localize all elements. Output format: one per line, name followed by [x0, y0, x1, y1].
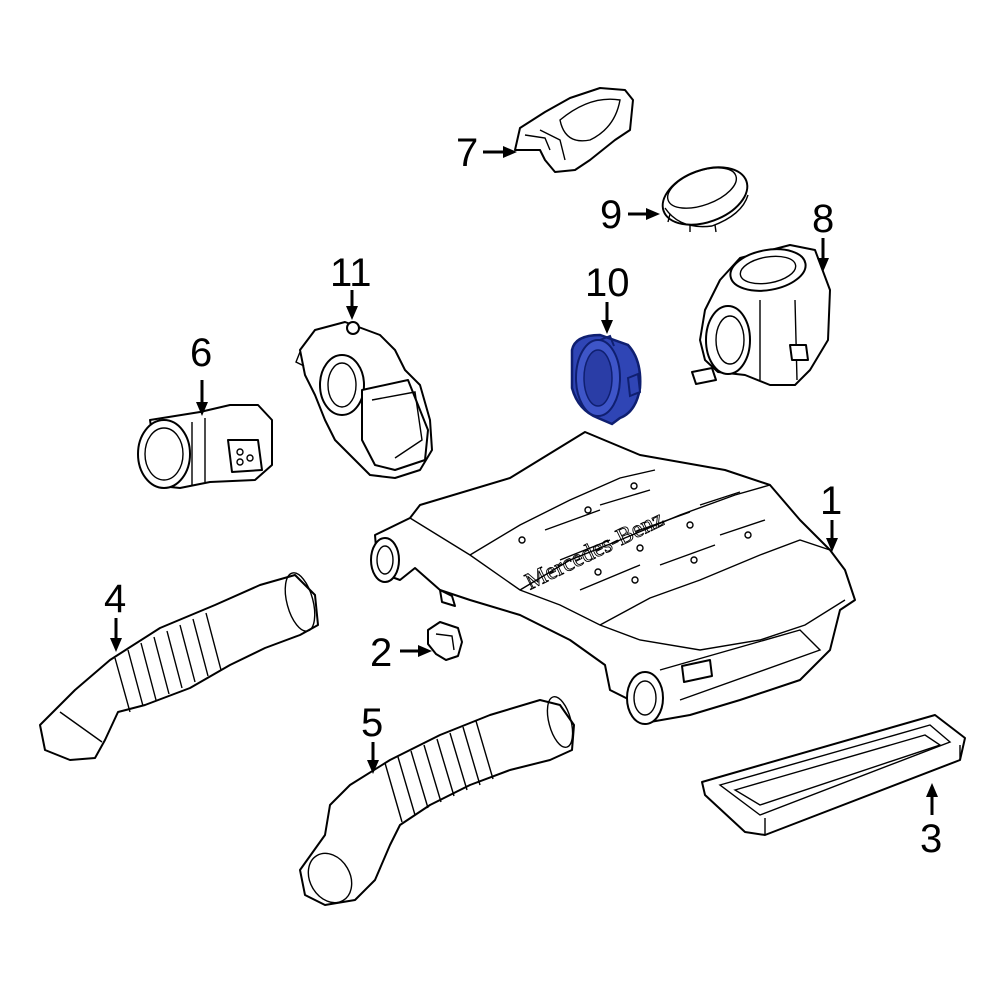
- callout-8: 8: [812, 197, 834, 241]
- callout-2: 2: [370, 631, 392, 675]
- callout-11: 11: [330, 251, 372, 295]
- callout-1: 1: [820, 479, 842, 523]
- part-5-intake-hose[interactable]: [299, 694, 578, 910]
- part-8-maf-housing[interactable]: [691, 244, 831, 386]
- part-4-intake-hose[interactable]: [39, 570, 320, 761]
- callout-6: 6: [190, 331, 212, 375]
- part-10-intake-ring-highlighted[interactable]: [570, 333, 642, 426]
- callout-4: 4: [104, 577, 126, 621]
- part-1-air-cleaner-housing[interactable]: Mercedes-Benz: [370, 431, 856, 725]
- part-9-ring-clamp[interactable]: [655, 157, 755, 236]
- part-7-duct-bracket[interactable]: [514, 87, 634, 173]
- part-3-air-filter[interactable]: [701, 714, 966, 836]
- leader-arrows: [110, 146, 938, 815]
- part-2-clip[interactable]: [427, 621, 463, 661]
- part-11-throttle-body[interactable]: [295, 321, 433, 479]
- callout-3: 3: [920, 817, 942, 861]
- callout-10: 10: [585, 261, 630, 305]
- part-6-mass-air-flow-sensor[interactable]: [137, 404, 273, 489]
- callout-5: 5: [361, 701, 383, 745]
- callout-9: 9: [600, 193, 622, 237]
- callout-7: 7: [456, 131, 478, 175]
